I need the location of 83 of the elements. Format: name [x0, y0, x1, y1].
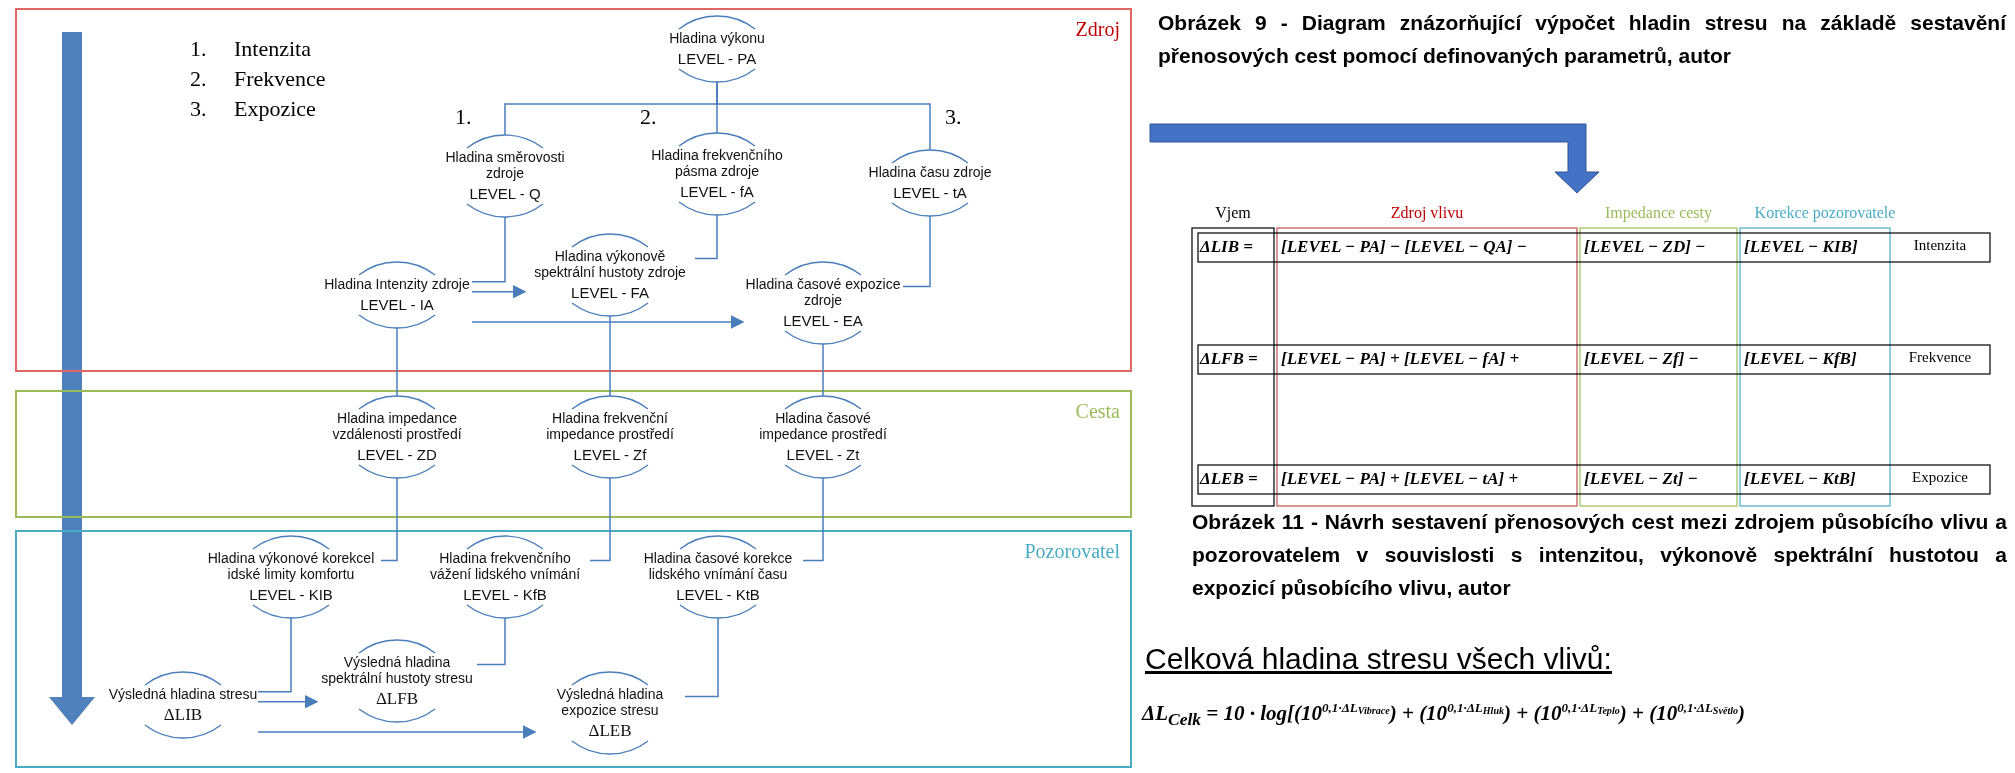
level-code: ΔLEB [587, 722, 633, 740]
level-code: ΔLFB [374, 690, 420, 708]
equation-term: [LEVEL − PA] + [LEVEL − fA] + [1281, 349, 1521, 369]
level-code: LEVEL - KfB [462, 586, 548, 604]
level-name: Hladina Intenzity zdroje [323, 276, 471, 292]
arrow [257, 725, 537, 739]
level-name: Výsledná hladina expozice stresu [555, 686, 665, 718]
connector-line [396, 327, 398, 397]
arrow [257, 694, 319, 709]
zone-panel [15, 530, 1132, 768]
arrow [471, 315, 745, 329]
equation-term: [LEVEL − KtB] [1744, 469, 1857, 489]
column-header: Zdroj vlivu [1389, 204, 1465, 222]
branch-number: 3. [945, 104, 962, 130]
branch-number: 1. [455, 104, 472, 130]
level-code: LEVEL - IA [359, 296, 435, 314]
level-name: Hladina časové expozice zdroje [744, 276, 902, 308]
branch-number: 2. [640, 104, 657, 130]
connector-line [589, 477, 611, 562]
arrow [471, 284, 527, 299]
figure-caption: Obrázek 11 - Návrh sestavení přenosových cest mezi zdrojem působícího vlivu a pozorovatelem v souvislosti s intenzitou, výkonově spektrální hustotou a expozicí působícího vlivu, autor [1192, 509, 2007, 601]
level-code: LEVEL - KtB [675, 586, 761, 604]
level-code: LEVEL - Zt [785, 446, 861, 464]
level-code: LEVEL - ZD [356, 446, 438, 464]
level-code: ΔLIB [162, 706, 204, 724]
connector-line [476, 617, 506, 666]
column-header: Vjem [1214, 204, 1252, 222]
connector-line [257, 617, 292, 693]
equation-term: [LEVEL − ZD] − [1584, 237, 1707, 257]
level-name: Hladina směrovosti zdroje [444, 149, 566, 181]
connector-line [609, 315, 611, 397]
level-name: Hladina frekvenčního vážení lidského vnímání [428, 550, 582, 582]
connector-line [716, 81, 931, 151]
level-code: LEVEL - tA [892, 184, 968, 202]
level-code: LEVEL - EA [782, 312, 864, 330]
list-item: 2. Frekvence [190, 66, 326, 92]
level-name: Hladina frekvenčního pásma zdroje [650, 147, 784, 179]
row-label: Expozice [1911, 469, 1969, 486]
zone-label: Cesta [1075, 400, 1120, 423]
row-label: Intenzita [1912, 237, 1968, 254]
connector-line [822, 343, 824, 397]
column-header: Impedance cesty [1603, 204, 1714, 222]
zone-label: Pozorovatel [1024, 540, 1120, 563]
equation-term: [LEVEL − PA] − [LEVEL − QA] − [1281, 237, 1528, 257]
section-heading: Celková hladina stresu všech vlivů: [1145, 642, 1612, 676]
equation-term: [LEVEL − Zf] − [1584, 349, 1700, 369]
equation-term: ΔLFB = [1200, 349, 1259, 369]
connector-line [802, 477, 824, 562]
zone-panel [15, 390, 1132, 518]
level-code: LEVEL - Zf [572, 446, 648, 464]
level-name: Hladina časové korekce lidského vnímání času [642, 550, 794, 582]
level-name: Výsledná hladina spektrální hustoty stresu [320, 654, 474, 686]
zone-label: Zdroj [1075, 18, 1120, 41]
level-code: LEVEL - FA [570, 284, 650, 302]
zone-panel [15, 8, 1132, 372]
column-header: Korekce pozorovatele [1753, 204, 1897, 222]
connector-line [471, 216, 506, 283]
equation-term: ΔLIB = [1200, 237, 1254, 257]
connector-line [684, 617, 719, 698]
equation-term: [LEVEL − KfB] [1744, 349, 1858, 369]
level-name: Hladina výkonu [668, 30, 766, 46]
level-code: LEVEL - Q [468, 185, 542, 203]
equation-term: [LEVEL − PA] + [LEVEL − tA] + [1281, 469, 1520, 489]
equation-term: ΔLEB = [1200, 469, 1259, 489]
equation-term: [LEVEL − Zt] − [1584, 469, 1699, 489]
connector-line [694, 214, 718, 260]
connector-line [902, 215, 931, 288]
row-label: Frekvence [1907, 349, 1973, 366]
level-name: Hladina času zdroje [867, 164, 993, 180]
level-name: Hladina výkonově spektrální hustoty zdroje [533, 248, 687, 280]
list-item: 3. Expozice [190, 96, 316, 122]
level-code: LEVEL - fA [679, 183, 755, 201]
level-code: LEVEL - PA [676, 50, 758, 68]
level-code: LEVEL - KIB [248, 586, 334, 604]
level-name: Hladina impedance vzdálenosti prostředí [331, 410, 463, 442]
list-item: 1. Intenzita [190, 36, 311, 62]
figure-caption: Obrázek 9 - Diagram znázorňující výpočet hladin stresu na základě sestavění přenosových cest pomocí definovaných parametrů, autor [1158, 10, 2006, 69]
level-name: Hladina časové impedance prostředí [758, 410, 888, 442]
equation-term: [LEVEL − KIB] [1744, 237, 1859, 257]
level-name: Hladina výkonové korekcel idské limity komfortu [206, 550, 376, 582]
connector-line [380, 477, 398, 562]
level-name: Hladina frekvenční impedance prostředí [545, 410, 675, 442]
level-name: Výsledná hladina stresu [108, 686, 258, 702]
